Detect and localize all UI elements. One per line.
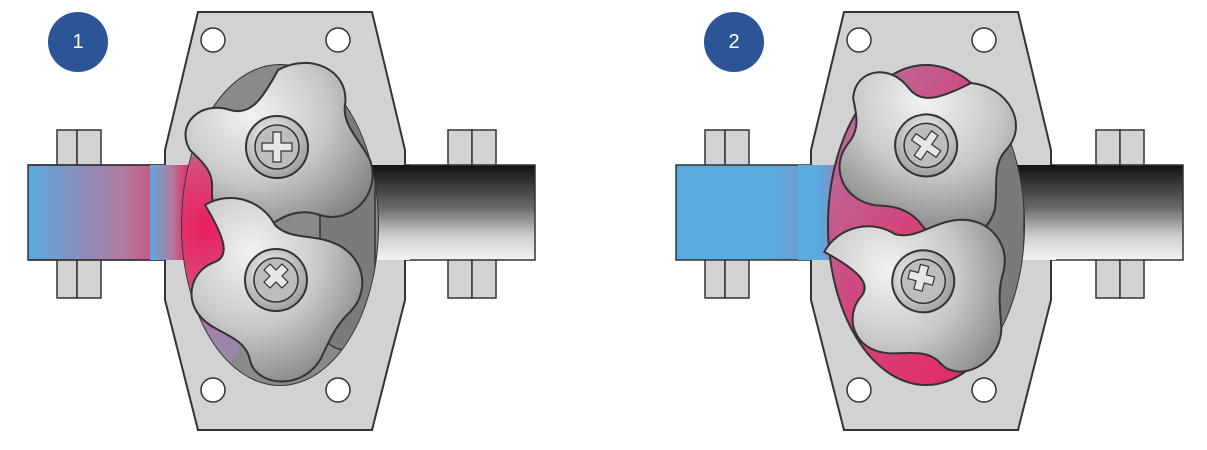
pump-illustration-1 [27, 11, 536, 431]
bolt-hole-icon [846, 377, 872, 403]
bolt-hole-icon [971, 27, 997, 53]
pump-step-2: 2 [648, 0, 1207, 450]
upper-rotor [184, 61, 374, 231]
bolt-hole-icon [200, 377, 226, 403]
lower-rotor [190, 196, 364, 383]
bolt-hole-icon [325, 27, 351, 53]
pump-step-1: 1 [0, 0, 600, 450]
bolt-hole-icon [971, 377, 997, 403]
lower-rotor [822, 218, 1006, 373]
bolt-hole-icon [846, 27, 872, 53]
step-badge: 2 [704, 12, 764, 72]
step-badge: 1 [48, 12, 108, 72]
bolt-hole-icon [200, 27, 226, 53]
bolt-hole-icon [325, 377, 351, 403]
upper-rotor [838, 71, 1017, 243]
pump-illustration-2 [675, 11, 1184, 431]
